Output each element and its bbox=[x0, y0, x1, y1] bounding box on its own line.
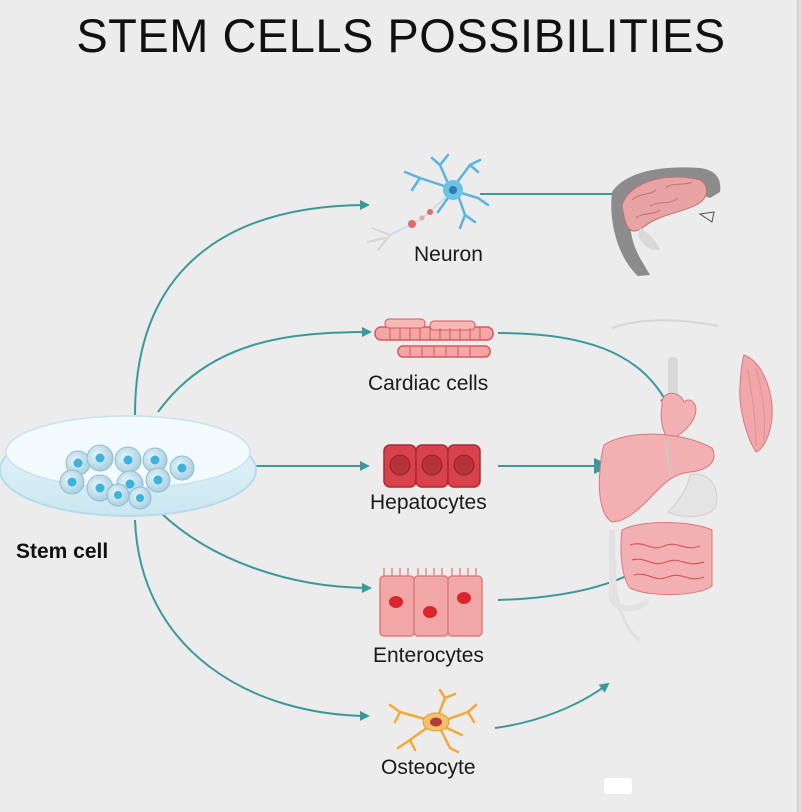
arrows-stem-to-cells bbox=[134, 200, 372, 721]
cardiac-cells-label: Cardiac cells bbox=[368, 372, 489, 395]
cardiac-cells-illustration bbox=[374, 318, 494, 358]
bone-fragment bbox=[604, 778, 632, 794]
arrow-to-osteocyte bbox=[134, 519, 370, 721]
neuron-illustration bbox=[367, 153, 490, 251]
neuron-label: Neuron bbox=[414, 243, 483, 266]
intestine-illustration bbox=[609, 522, 713, 612]
stem-cell-label: Stem cell bbox=[16, 540, 109, 563]
stomach-illustration bbox=[667, 473, 718, 517]
window-edge bbox=[797, 0, 802, 812]
osteocyte-label: Osteocyte bbox=[381, 756, 476, 779]
arrow-cardiac-to-heart bbox=[497, 332, 669, 407]
muscle-illustration bbox=[739, 354, 773, 453]
arrow-osteocyte-to-bone bbox=[494, 682, 610, 729]
arrow-to-neuron bbox=[134, 200, 370, 416]
brain-illustration bbox=[611, 167, 721, 276]
diagram-title: STEM CELLS POSSIBILITIES bbox=[76, 9, 726, 62]
arrow-to-cardiac bbox=[157, 327, 372, 413]
liver-illustration bbox=[598, 433, 715, 523]
heart-illustration bbox=[660, 357, 697, 441]
hepatocytes-illustration bbox=[383, 444, 481, 488]
enterocytes-illustration bbox=[379, 568, 483, 637]
enterocytes-label: Enterocytes bbox=[373, 644, 484, 667]
stem-cell-cluster bbox=[59, 444, 195, 510]
hepatocytes-label: Hepatocytes bbox=[370, 491, 487, 514]
osteocyte-illustration bbox=[388, 688, 478, 754]
petri-dish-illustration bbox=[0, 415, 257, 517]
arrow-to-enterocytes bbox=[159, 511, 372, 593]
